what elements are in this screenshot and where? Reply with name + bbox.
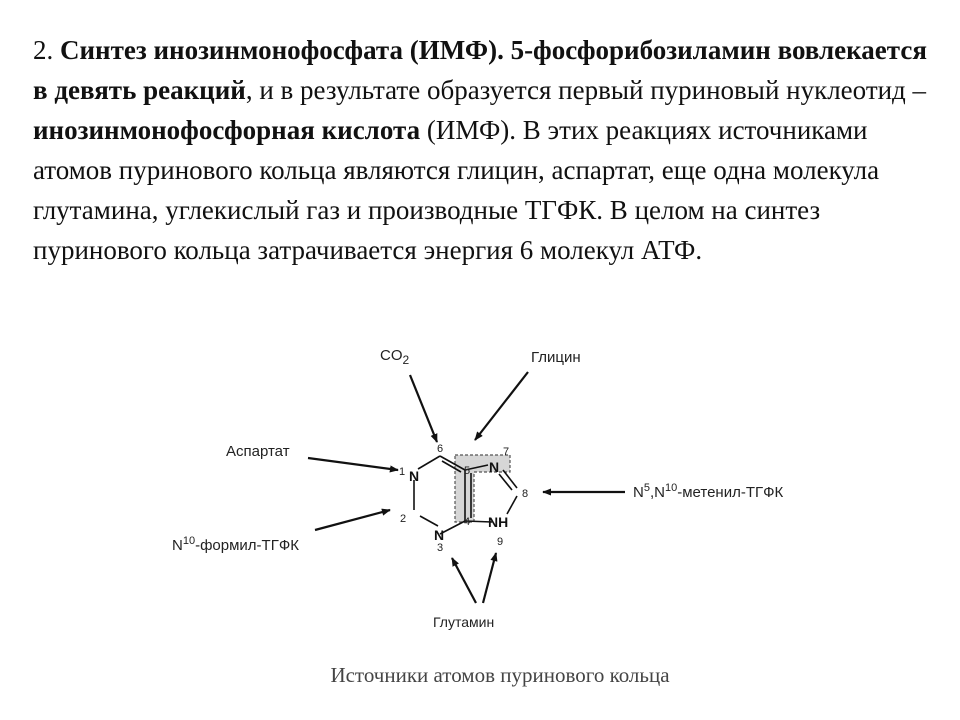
position-4: 4 xyxy=(464,516,470,528)
atom-n7: N xyxy=(489,459,499,475)
purine-ring-bonds xyxy=(413,455,518,535)
position-8: 8 xyxy=(522,488,528,500)
label-formyl-thfa: N10-формил-ТГФК xyxy=(172,535,299,554)
description-paragraph: 2. Синтез инозинмонофосфата (ИМФ). 5-фос… xyxy=(33,30,933,270)
arrow-glycine xyxy=(474,371,529,441)
figure-caption: Источники атомов пуринового кольца xyxy=(330,663,670,687)
arrow-formyl xyxy=(314,508,391,532)
bold-segment: Синтез инозинмонофосфата (ИМФ). 5-фосфор… xyxy=(33,35,927,105)
arrow-aspartate xyxy=(307,456,399,473)
label-glycine: Глицин xyxy=(531,349,581,366)
arrow-glutamine-left xyxy=(451,557,477,604)
position-2: 2 xyxy=(400,513,406,525)
position-9: 9 xyxy=(497,536,503,548)
label-aspartate: Аспартат xyxy=(226,443,290,460)
atom-n3: N xyxy=(434,527,444,543)
text-segment: (ИМФ). В этих реакциях источниками атомо… xyxy=(33,115,880,265)
text-segment: 2. xyxy=(33,35,60,65)
position-3: 3 xyxy=(437,542,443,554)
text-segment: , и в результате образуется первый пурин… xyxy=(245,75,927,105)
atom-n1: N xyxy=(409,468,419,484)
arrow-glutamine-right xyxy=(481,552,498,604)
position-1: 1 xyxy=(399,466,405,478)
atom-nh9: NH xyxy=(488,514,508,530)
label-methenyl-thfa: N5,N10-метенил-ТГФК xyxy=(633,482,784,501)
source-arrows xyxy=(307,371,625,604)
position-6: 6 xyxy=(437,443,443,455)
bold-segment: инозинмонофосфорная кислота xyxy=(33,115,421,145)
glycine-highlight xyxy=(454,454,511,523)
label-glutamine: Глутамин xyxy=(433,614,494,630)
position-5: 5 xyxy=(464,465,470,477)
label-co2: CO2 xyxy=(380,347,410,367)
position-7: 7 xyxy=(503,446,509,458)
arrow-co2 xyxy=(408,374,439,443)
